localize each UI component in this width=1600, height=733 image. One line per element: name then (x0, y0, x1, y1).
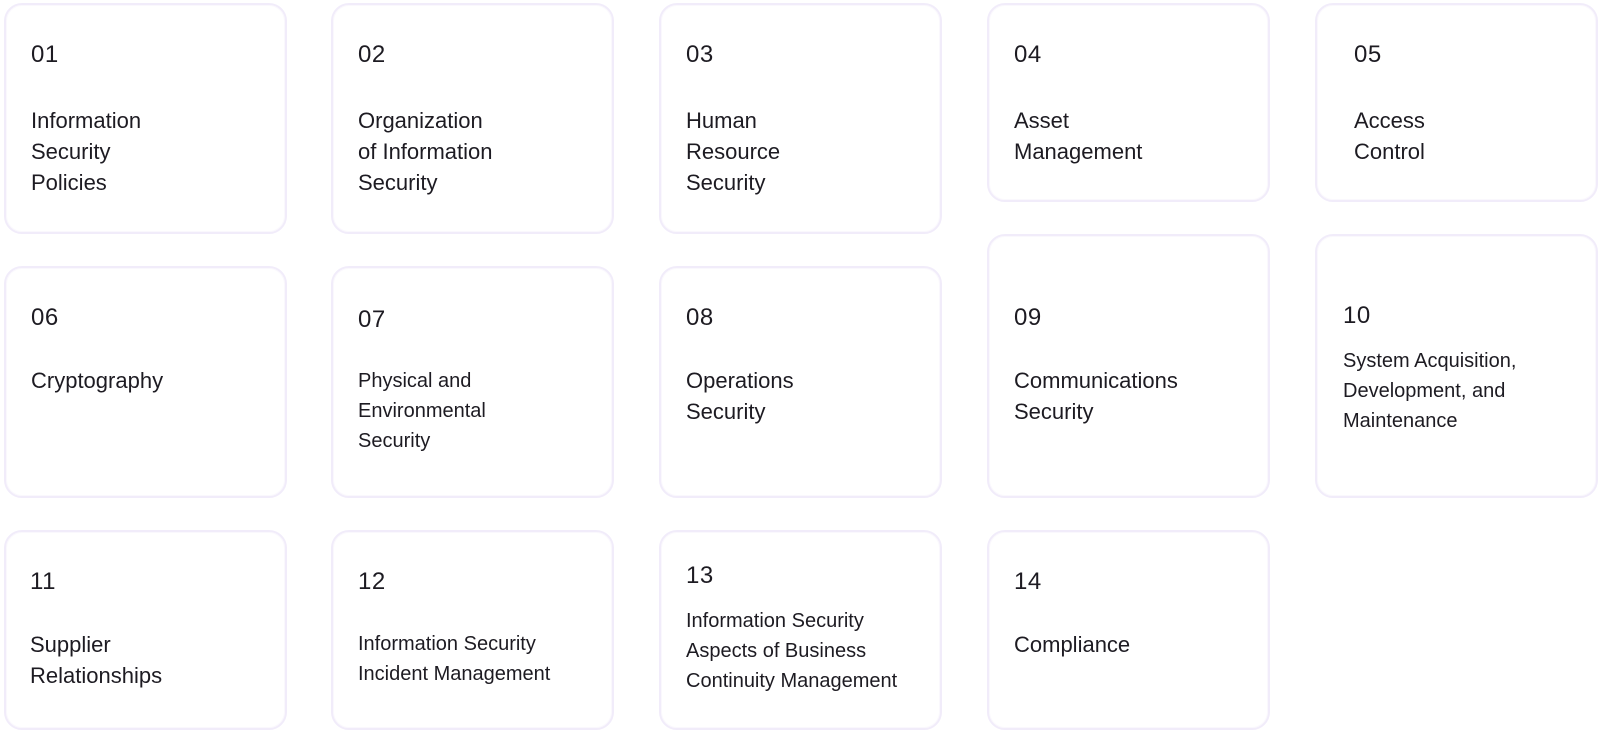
control-number: 06 (31, 304, 59, 331)
control-number: 01 (31, 41, 59, 68)
control-number: 13 (686, 562, 714, 589)
control-number: 12 (358, 568, 386, 595)
control-title: Organization of Information Security (358, 108, 493, 195)
control-card-03[interactable]: 03 Human Resource Security (659, 3, 942, 234)
control-number: 14 (1014, 568, 1042, 595)
control-card-08[interactable]: 08 Operations Security (659, 266, 942, 498)
control-number: 11 (30, 568, 56, 595)
control-card-07[interactable]: 07 Physical and Environmental Security (331, 266, 614, 498)
control-number: 09 (1014, 304, 1042, 331)
control-title: Human Resource Security (686, 108, 781, 195)
control-number: 07 (358, 306, 386, 333)
control-card-13[interactable]: 13 Information Security Aspects of Busin… (659, 530, 942, 730)
control-number: 02 (358, 41, 386, 68)
control-title: Communications Security (1014, 368, 1178, 424)
control-title: Operations Security (686, 368, 794, 424)
control-title: Cryptography (31, 368, 164, 393)
control-title: Information Security Policies (31, 108, 142, 195)
control-number: 04 (1014, 41, 1042, 68)
control-card-06[interactable]: 06 Cryptography (4, 266, 287, 498)
control-number: 05 (1354, 41, 1382, 68)
control-card-04[interactable]: 04 Asset Management (987, 3, 1270, 202)
control-title: Physical and Environmental Security (358, 370, 486, 452)
control-title: Access Control (1354, 108, 1425, 164)
control-title: Information Security Aspects of Business… (686, 610, 898, 692)
control-card-11[interactable]: 11 Supplier Relationships (4, 530, 287, 730)
control-card-14[interactable]: 14 Compliance (987, 530, 1270, 730)
control-title: Supplier Relationships (30, 632, 163, 688)
control-card-01[interactable]: 01 Information Security Policies (4, 3, 287, 234)
control-title: Information Security Incident Management (358, 633, 551, 685)
control-title: System Acquisition, Development, and Mai… (1343, 350, 1517, 432)
control-card-12[interactable]: 12 Information Security Incident Managem… (331, 530, 614, 730)
control-number: 03 (686, 41, 714, 68)
control-card-05[interactable]: 05 Access Control (1315, 3, 1598, 202)
control-card-10[interactable]: 10 System Acquisition, Development, and … (1315, 234, 1598, 498)
control-card-02[interactable]: 02 Organization of Information Security (331, 3, 614, 234)
control-number: 10 (1343, 302, 1371, 329)
control-title: Asset Management (1014, 108, 1143, 164)
control-title: Compliance (1014, 632, 1131, 657)
control-card-09[interactable]: 09 Communications Security (987, 234, 1270, 498)
control-number: 08 (686, 304, 714, 331)
